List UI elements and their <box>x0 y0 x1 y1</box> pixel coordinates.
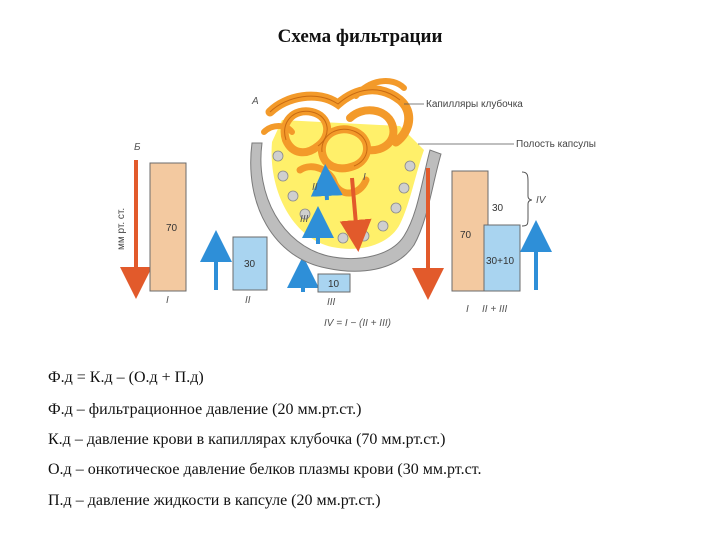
bar-ii-iii-right <box>483 224 521 292</box>
bar-iv-right-value: 30 <box>492 203 504 214</box>
legend-capsule-pressure: П.д – давление жидкости в капсуле (20 мм… <box>48 492 381 509</box>
label-a: А <box>251 96 259 107</box>
bar-ii-iii-right-value: 30+10 <box>486 256 515 267</box>
capsule-cavity-label: Полость капсулы <box>516 139 596 150</box>
axis-unit-label: мм рт. ст. <box>116 208 127 250</box>
capillary-outline <box>269 89 401 167</box>
bar-ii-iii-right-roman: II + III <box>482 304 508 315</box>
label-b: Б <box>134 142 141 153</box>
legend-filtration: Ф.д – фильтрационное давление (20 мм.рт.… <box>48 401 362 418</box>
page-title: Схема фильтрации <box>277 26 443 47</box>
legend-capillary-pressure: К.д – давление крови в капиллярах клубоч… <box>48 431 446 448</box>
arrow-down-red-center <box>339 177 372 252</box>
bar-i-right-roman: I <box>466 304 469 315</box>
bar-i-left-value: 70 <box>166 223 178 234</box>
center-arrow-i-label: I <box>363 172 366 183</box>
bar-i-right-value: 70 <box>460 230 472 241</box>
arrow-up-blue-center-ii <box>310 164 343 201</box>
bar-i-left <box>149 162 187 292</box>
bar-ii-left-value: 30 <box>244 259 256 270</box>
bracket-iv <box>521 171 533 227</box>
capillaries-label: Капилляры клубочка <box>426 98 523 110</box>
formula-iv: IV = I − (II + III) <box>324 318 391 329</box>
center-arrow-ii-label: II <box>312 182 318 193</box>
bar-ii-left <box>232 236 268 291</box>
formula-line: Ф.д = К.д – (О.д + П.д) <box>48 369 204 386</box>
bar-i-right <box>451 170 489 292</box>
bar-iii-left-roman: III <box>327 297 336 308</box>
capsule-outer-wall <box>250 142 442 272</box>
bar-iii-left-value: 10 <box>328 279 340 290</box>
bar-iii-left <box>317 273 351 293</box>
bar-ii-left-roman: II <box>245 295 251 306</box>
legend-oncotic-pressure: О.д – онкотическое давление белков плазм… <box>48 461 482 478</box>
bar-i-left-roman: I <box>166 295 169 306</box>
center-arrow-iii-label: III <box>300 214 309 225</box>
bar-iv-right-roman: IV <box>536 195 547 206</box>
